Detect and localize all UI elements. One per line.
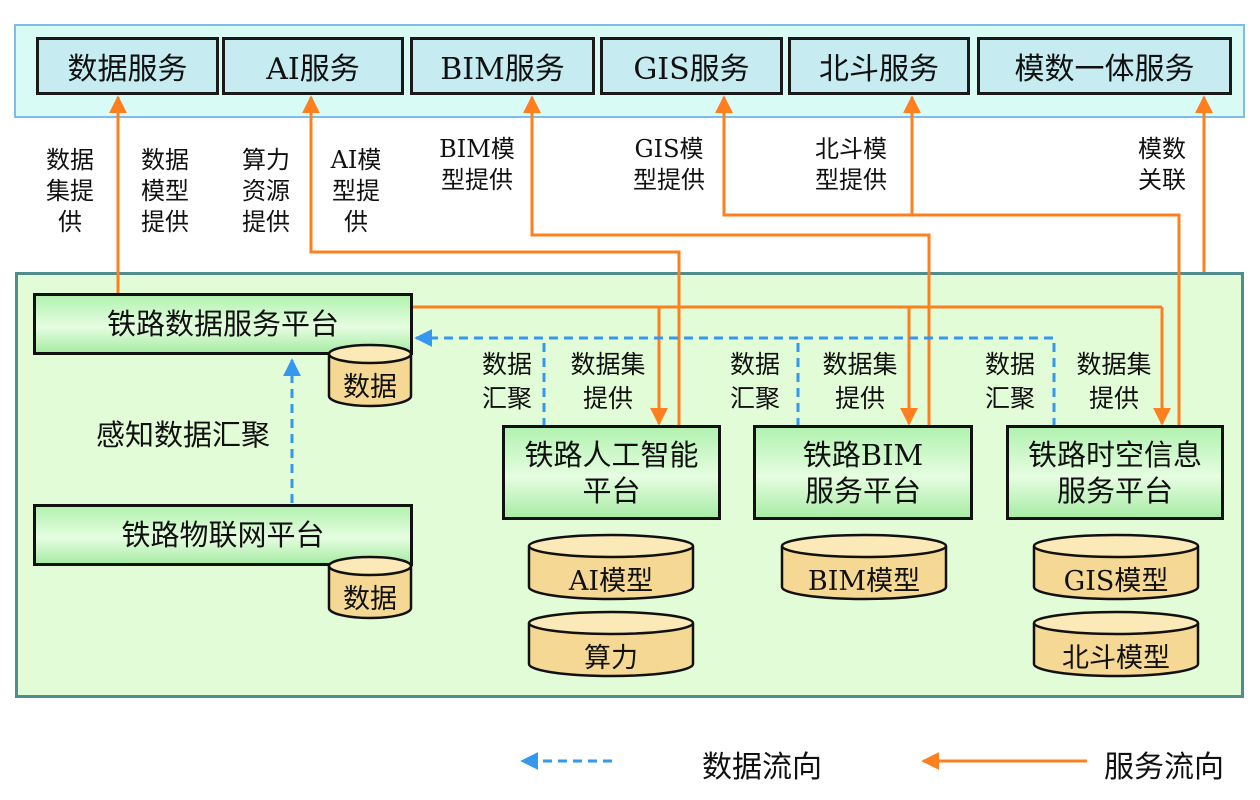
platform-bim[interactable]: 铁路BIM 服务平台 (753, 425, 973, 520)
database-icon (1032, 533, 1200, 601)
store-label: BIM模型 (807, 566, 921, 597)
flow-aggregation (414, 329, 1056, 427)
label-dataset-provide: 数据 集提 供 (46, 146, 94, 236)
store-ai-model: AI模型 (527, 533, 695, 601)
label-beidou-model-provide: 北斗模 型提供 (815, 135, 887, 194)
store-bim-model: BIM模型 (780, 533, 948, 601)
label-model-data-link: 模数 关联 (1138, 135, 1186, 194)
platform-data-service[interactable]: 铁路数据服务平台 (33, 293, 413, 355)
label-dataset-ai: 数据集 提供 (570, 350, 646, 413)
database-icon (327, 555, 413, 620)
label-gis-model-provide: GIS模 型提供 (633, 135, 705, 194)
store-label: 数据 (343, 372, 397, 403)
label-dataset-spatio: 数据集 提供 (1076, 350, 1152, 413)
store-label: 算力 (584, 643, 638, 674)
legend-data-flow: 数据流向 (702, 750, 822, 785)
label-bim-model-provide: BIM模 型提供 (439, 135, 515, 194)
service-bim[interactable]: BIM服务 (410, 37, 595, 95)
service-beidou[interactable]: 北斗服务 (788, 37, 970, 95)
store-data-service-db: 数据 (327, 343, 413, 409)
platform-ai[interactable]: 铁路人工智能 平台 (502, 425, 721, 520)
label-sensing-aggregation: 感知数据汇聚 (95, 418, 270, 452)
store-iot-db: 数据 (327, 555, 413, 621)
flow-gis-service (715, 95, 1181, 427)
legend-service-flow: 服务流向 (1104, 750, 1224, 785)
label-compute-provide: 算力 资源 提供 (242, 146, 290, 236)
label-aggregation-bim: 数据 汇聚 (729, 350, 780, 413)
database-icon (527, 610, 695, 678)
platform-spatiotemporal[interactable]: 铁路时空信息 服务平台 (1006, 425, 1224, 520)
store-label: GIS模型 (1063, 566, 1169, 597)
label-aggregation-spatio: 数据 汇聚 (984, 350, 1035, 413)
label-datamodel-provide: 数据 模型 提供 (141, 146, 189, 236)
label-aggregation-ai: 数据 汇聚 (481, 350, 532, 413)
flow-bim-service (523, 95, 931, 427)
flow-ai-service (302, 95, 681, 427)
database-icon (1032, 610, 1200, 678)
service-data[interactable]: 数据服务 (36, 37, 219, 95)
service-ai[interactable]: AI服务 (222, 37, 404, 95)
store-label: 北斗模型 (1062, 643, 1170, 674)
database-icon (780, 533, 948, 601)
service-model-data[interactable]: 模数一体服务 (977, 37, 1232, 95)
store-compute: 算力 (527, 610, 695, 678)
store-gis-model: GIS模型 (1032, 533, 1200, 601)
label-dataset-bim: 数据集 提供 (822, 350, 898, 413)
store-beidou-model: 北斗模型 (1032, 610, 1200, 678)
service-gis[interactable]: GIS服务 (600, 37, 783, 95)
database-icon (527, 533, 695, 601)
platform-iot[interactable]: 铁路物联网平台 (33, 504, 413, 566)
database-icon (327, 343, 413, 408)
store-label: 数据 (343, 584, 397, 615)
store-label: AI模型 (568, 566, 654, 597)
label-ai-model-provide: AI模 型提 供 (330, 146, 382, 236)
